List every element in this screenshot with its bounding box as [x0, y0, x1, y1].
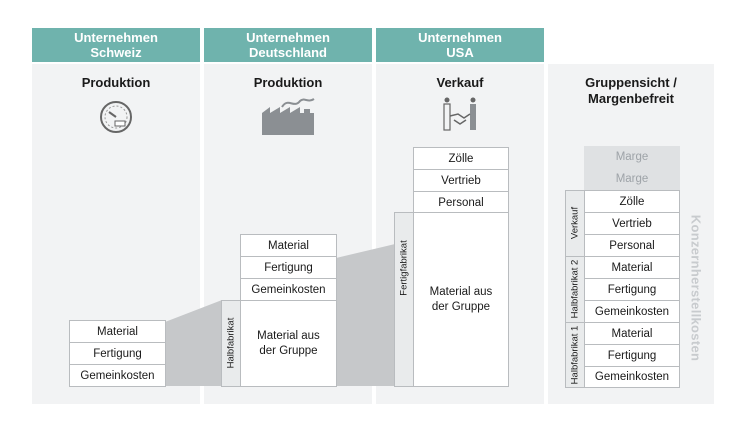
deutschland-item-fertigung: Fertigung [240, 256, 337, 279]
usa-fertigfabrikat-bar [394, 212, 414, 387]
base-line-1: Material aus [257, 329, 320, 342]
deutschland-base-material: Material aus der Gruppe [240, 300, 337, 387]
factory-icon [262, 98, 315, 135]
usa-item-vertrieb: Vertrieb [413, 169, 509, 192]
column-title-usa: Verkauf [436, 75, 484, 90]
gruppe-item-material-1: Material [584, 322, 680, 345]
header-line-1: Unternehmen [74, 30, 158, 45]
gauge-icon [100, 101, 132, 133]
deutschland-item-material: Material [240, 234, 337, 257]
deutschland-item-gemeinkosten: Gemeinkosten [240, 278, 337, 301]
column-title-schweiz: Produktion [81, 75, 151, 90]
title-line-2: Margenbefreit [588, 91, 674, 106]
header-line-2: USA [446, 45, 474, 60]
header-line-2: Schweiz [90, 45, 142, 60]
title-line-1: Gruppensicht / [585, 75, 677, 90]
gruppe-ghost-marge-2: Marge [584, 168, 680, 190]
gruppe-item-fertigung-2: Fertigung [584, 278, 680, 301]
handshake-icon [443, 97, 476, 131]
gruppe-item-personal: Personal [584, 234, 680, 257]
gruppe-label-halbfabrikat-1: Halbfabrikat 1 [569, 325, 581, 385]
usa-side-label: Fertigfabrikat [398, 240, 410, 296]
schweiz-item-gemeinkosten: Gemeinkosten [69, 364, 166, 387]
connector-deutschland-usa [336, 244, 395, 386]
header-line-2: Deutschland [248, 45, 327, 60]
gruppe-item-gemeinkosten-1: Gemeinkosten [584, 366, 680, 388]
konzernherstellkosten-label: Konzernherstellkosten [688, 214, 704, 362]
base-line-1: Material aus [429, 285, 493, 298]
gruppe-item-fertigung-1: Fertigung [584, 344, 680, 367]
gruppe-halbfabrikat-1-bar [565, 322, 585, 388]
deutschland-side-label: Halbfabrikat [225, 317, 237, 369]
schweiz-item-material: Material [69, 320, 166, 343]
base-line-2: der Gruppe [431, 300, 491, 313]
schweiz-item-fertigung: Fertigung [69, 342, 166, 365]
usa-item-zoelle: Zölle [413, 147, 509, 170]
column-title-deutschland: Produktion [253, 75, 323, 90]
column-title-gruppe: Gruppensicht / Margenbefreit [548, 75, 714, 107]
usa-base-material: Material aus der Gruppe [413, 212, 509, 387]
header-line-1: Unternehmen [418, 30, 502, 45]
gruppe-item-gemeinkosten-2: Gemeinkosten [584, 300, 680, 323]
header-line-1: Unternehmen [246, 30, 330, 45]
gruppe-item-zoelle: Zölle [584, 190, 680, 213]
gruppe-label-halbfabrikat-2: Halbfabrikat 2 [569, 259, 581, 319]
gruppe-item-vertrieb: Vertrieb [584, 212, 680, 235]
usa-item-personal: Personal [413, 191, 509, 214]
gruppe-item-material-2: Material [584, 256, 680, 279]
connector-schweiz-deutschland [165, 300, 222, 386]
gruppe-label-verkauf: Verkauf [569, 206, 581, 240]
base-line-2: der Gruppe [259, 344, 318, 357]
gruppe-ghost-marge-1: Marge [584, 146, 680, 168]
